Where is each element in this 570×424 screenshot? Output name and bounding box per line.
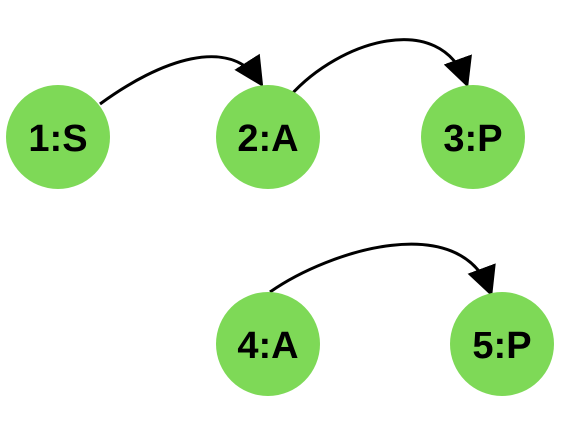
node-label: 2:A: [237, 118, 298, 160]
node-n5: 5:P: [450, 292, 554, 396]
edge-n1-n2: [99, 53, 264, 106]
node-n1: 1:S: [6, 85, 110, 189]
node-n3: 3:P: [421, 85, 525, 189]
node-circle: [216, 292, 320, 396]
edge-n4-n5: [269, 242, 496, 297]
node-n2: 2:A: [216, 85, 320, 189]
node-label: 3:P: [443, 118, 502, 160]
node-label: 1:S: [28, 118, 87, 160]
node-circle: [216, 85, 320, 189]
node-circle: [6, 85, 110, 189]
node-n4: 4:A: [216, 292, 320, 396]
node-label: 4:A: [237, 325, 298, 367]
node-circle: [450, 292, 554, 396]
edge-n2-n3: [288, 38, 472, 97]
node-label: 5:P: [472, 325, 531, 367]
node-circle: [421, 85, 525, 189]
